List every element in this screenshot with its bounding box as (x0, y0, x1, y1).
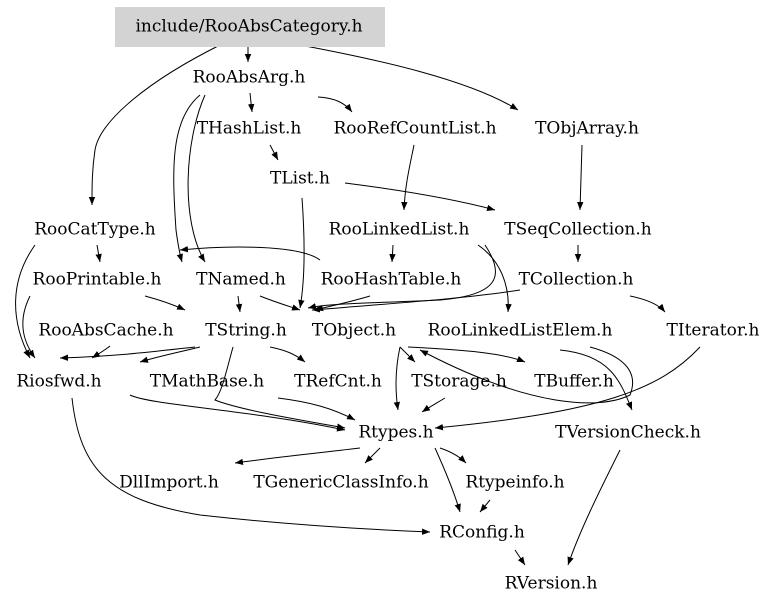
node-rversion[interactable]: RVersion.h (505, 574, 598, 594)
edge-tnamed-tobject (259, 295, 301, 311)
edge-roolinkedlistelem-tobject (419, 346, 634, 404)
edge-rooabsarg-tnamed (187, 94, 206, 263)
edge-root-tobjarray (299, 44, 519, 111)
edge-tlist-tseqcollection (344, 182, 496, 212)
edge-tobjarray-tseqcollection (577, 144, 584, 211)
edge-roolinkedlist-roolinkedlistelem (477, 244, 512, 313)
node-tstring[interactable]: TString.h (205, 321, 287, 341)
edge-titerator-rtypes (434, 346, 701, 431)
edge-tstorage-rtypes (421, 397, 446, 413)
edge-tcollection-titerator (629, 295, 666, 313)
node-roohashtable[interactable]: RooHashTable.h (321, 270, 462, 290)
edge-tstring-tmathbase (139, 346, 201, 363)
node-tmathbase[interactable]: TMathBase.h (150, 372, 264, 392)
edge-rooprintable-riosfwd (22, 295, 36, 359)
edge-rooabsarg-tobject-aux (179, 246, 321, 261)
node-tnamed[interactable]: TNamed.h (196, 270, 286, 290)
node-rooabscache[interactable]: RooAbsCache.h (38, 321, 173, 341)
edge-trefcnt-rtypes (277, 397, 356, 421)
edge-tcollection-tobject (311, 289, 521, 313)
edge-tmathbase-rtypes (129, 394, 346, 432)
node-tbuffer[interactable]: TBuffer.h (534, 372, 614, 392)
node-rooprintable[interactable]: RooPrintable.h (33, 270, 162, 290)
edge-tbuffer-tversioncheck (559, 349, 633, 411)
edge-roocattype-rooprintable (95, 244, 102, 263)
edge-tstring-trefcnt (269, 346, 306, 363)
edge-roolinkedlist-tobject (307, 244, 496, 310)
edge-rooprintable-tstring (144, 295, 186, 311)
edge-roorefcountlist-roolinkedlist (401, 144, 415, 211)
edge-rooabsarg-roorefcountlist (317, 96, 353, 113)
edge-tlist-tobject (298, 197, 305, 309)
edge-rtypeinfo-rconfig (479, 499, 491, 513)
edge-tnamed-tstring (235, 295, 243, 313)
node-rtypes[interactable]: Rtypes.h (358, 423, 433, 443)
node-tobjarray[interactable]: TObjArray.h (535, 119, 639, 139)
edge-tstring-rtypes (214, 346, 346, 430)
node-tcollection[interactable]: TCollection.h (519, 270, 634, 290)
edge-rtypes-rtypeinfo (439, 447, 467, 464)
node-thashlist[interactable]: THashList.h (197, 119, 302, 139)
edge-roolinkedlist-roohashtable (389, 244, 396, 263)
node-riosfwd[interactable]: Riosfwd.h (16, 372, 101, 392)
edge-tobject-rtypes (393, 346, 401, 411)
node-roocattype[interactable]: RooCatType.h (34, 220, 156, 240)
node-tgenericclassinfo[interactable]: TGenericClassInfo.h (253, 473, 428, 493)
node-tseqcollection[interactable]: TSeqCollection.h (504, 220, 651, 240)
edge-root-roocattype (88, 44, 221, 206)
dependency-nodes: include/RooAbsCategory.h RooAbsArg.h THa… (16, 17, 759, 594)
edge-thashlist-tlist (269, 144, 279, 161)
edge-roocattype-riosfwd (15, 244, 36, 359)
node-titerator[interactable]: TIterator.h (667, 321, 760, 341)
root-node-box (115, 7, 385, 47)
node-tobject[interactable]: TObject.h (312, 321, 396, 341)
edge-rtypes-tgenericclassinfo (364, 447, 381, 464)
dependency-edges (15, 44, 701, 566)
edge-tstring-riosfwd (59, 346, 196, 361)
edge-tobject-tstorage (399, 346, 416, 363)
edge-rooabsarg-thashlist (247, 92, 255, 113)
node-tstorage[interactable]: TStorage.h (411, 372, 507, 392)
edge-tobject-tbuffer (407, 346, 526, 363)
node-rooabsarg[interactable]: RooAbsArg.h (193, 68, 306, 88)
edge-tversioncheck-rversion (567, 449, 621, 566)
node-dllimport[interactable]: DllImport.h (119, 473, 219, 493)
edge-riosfwd-rconfig (71, 397, 431, 535)
edge-rtypes-dllimport (234, 447, 361, 466)
node-rconfig[interactable]: RConfig.h (439, 523, 525, 543)
node-roolinkedlist[interactable]: RooLinkedList.h (329, 220, 470, 240)
node-roorefcountlist[interactable]: RooRefCountList.h (333, 119, 496, 139)
edge-rooabsarg-rooprintable (173, 94, 201, 263)
node-trefcnt[interactable]: TRefCnt.h (294, 372, 382, 392)
node-roolinkedlistelem[interactable]: RooLinkedListElem.h (428, 321, 613, 341)
node-tlist[interactable]: TList.h (270, 169, 330, 189)
node-rtypeinfo[interactable]: Rtypeinfo.h (465, 473, 564, 493)
node-tversioncheck[interactable]: TVersionCheck.h (555, 423, 701, 443)
edge-rtypes-rconfig (434, 447, 461, 513)
node-root[interactable]: include/RooAbsCategory.h (135, 17, 362, 37)
edge-rconfig-rversion (514, 549, 526, 566)
